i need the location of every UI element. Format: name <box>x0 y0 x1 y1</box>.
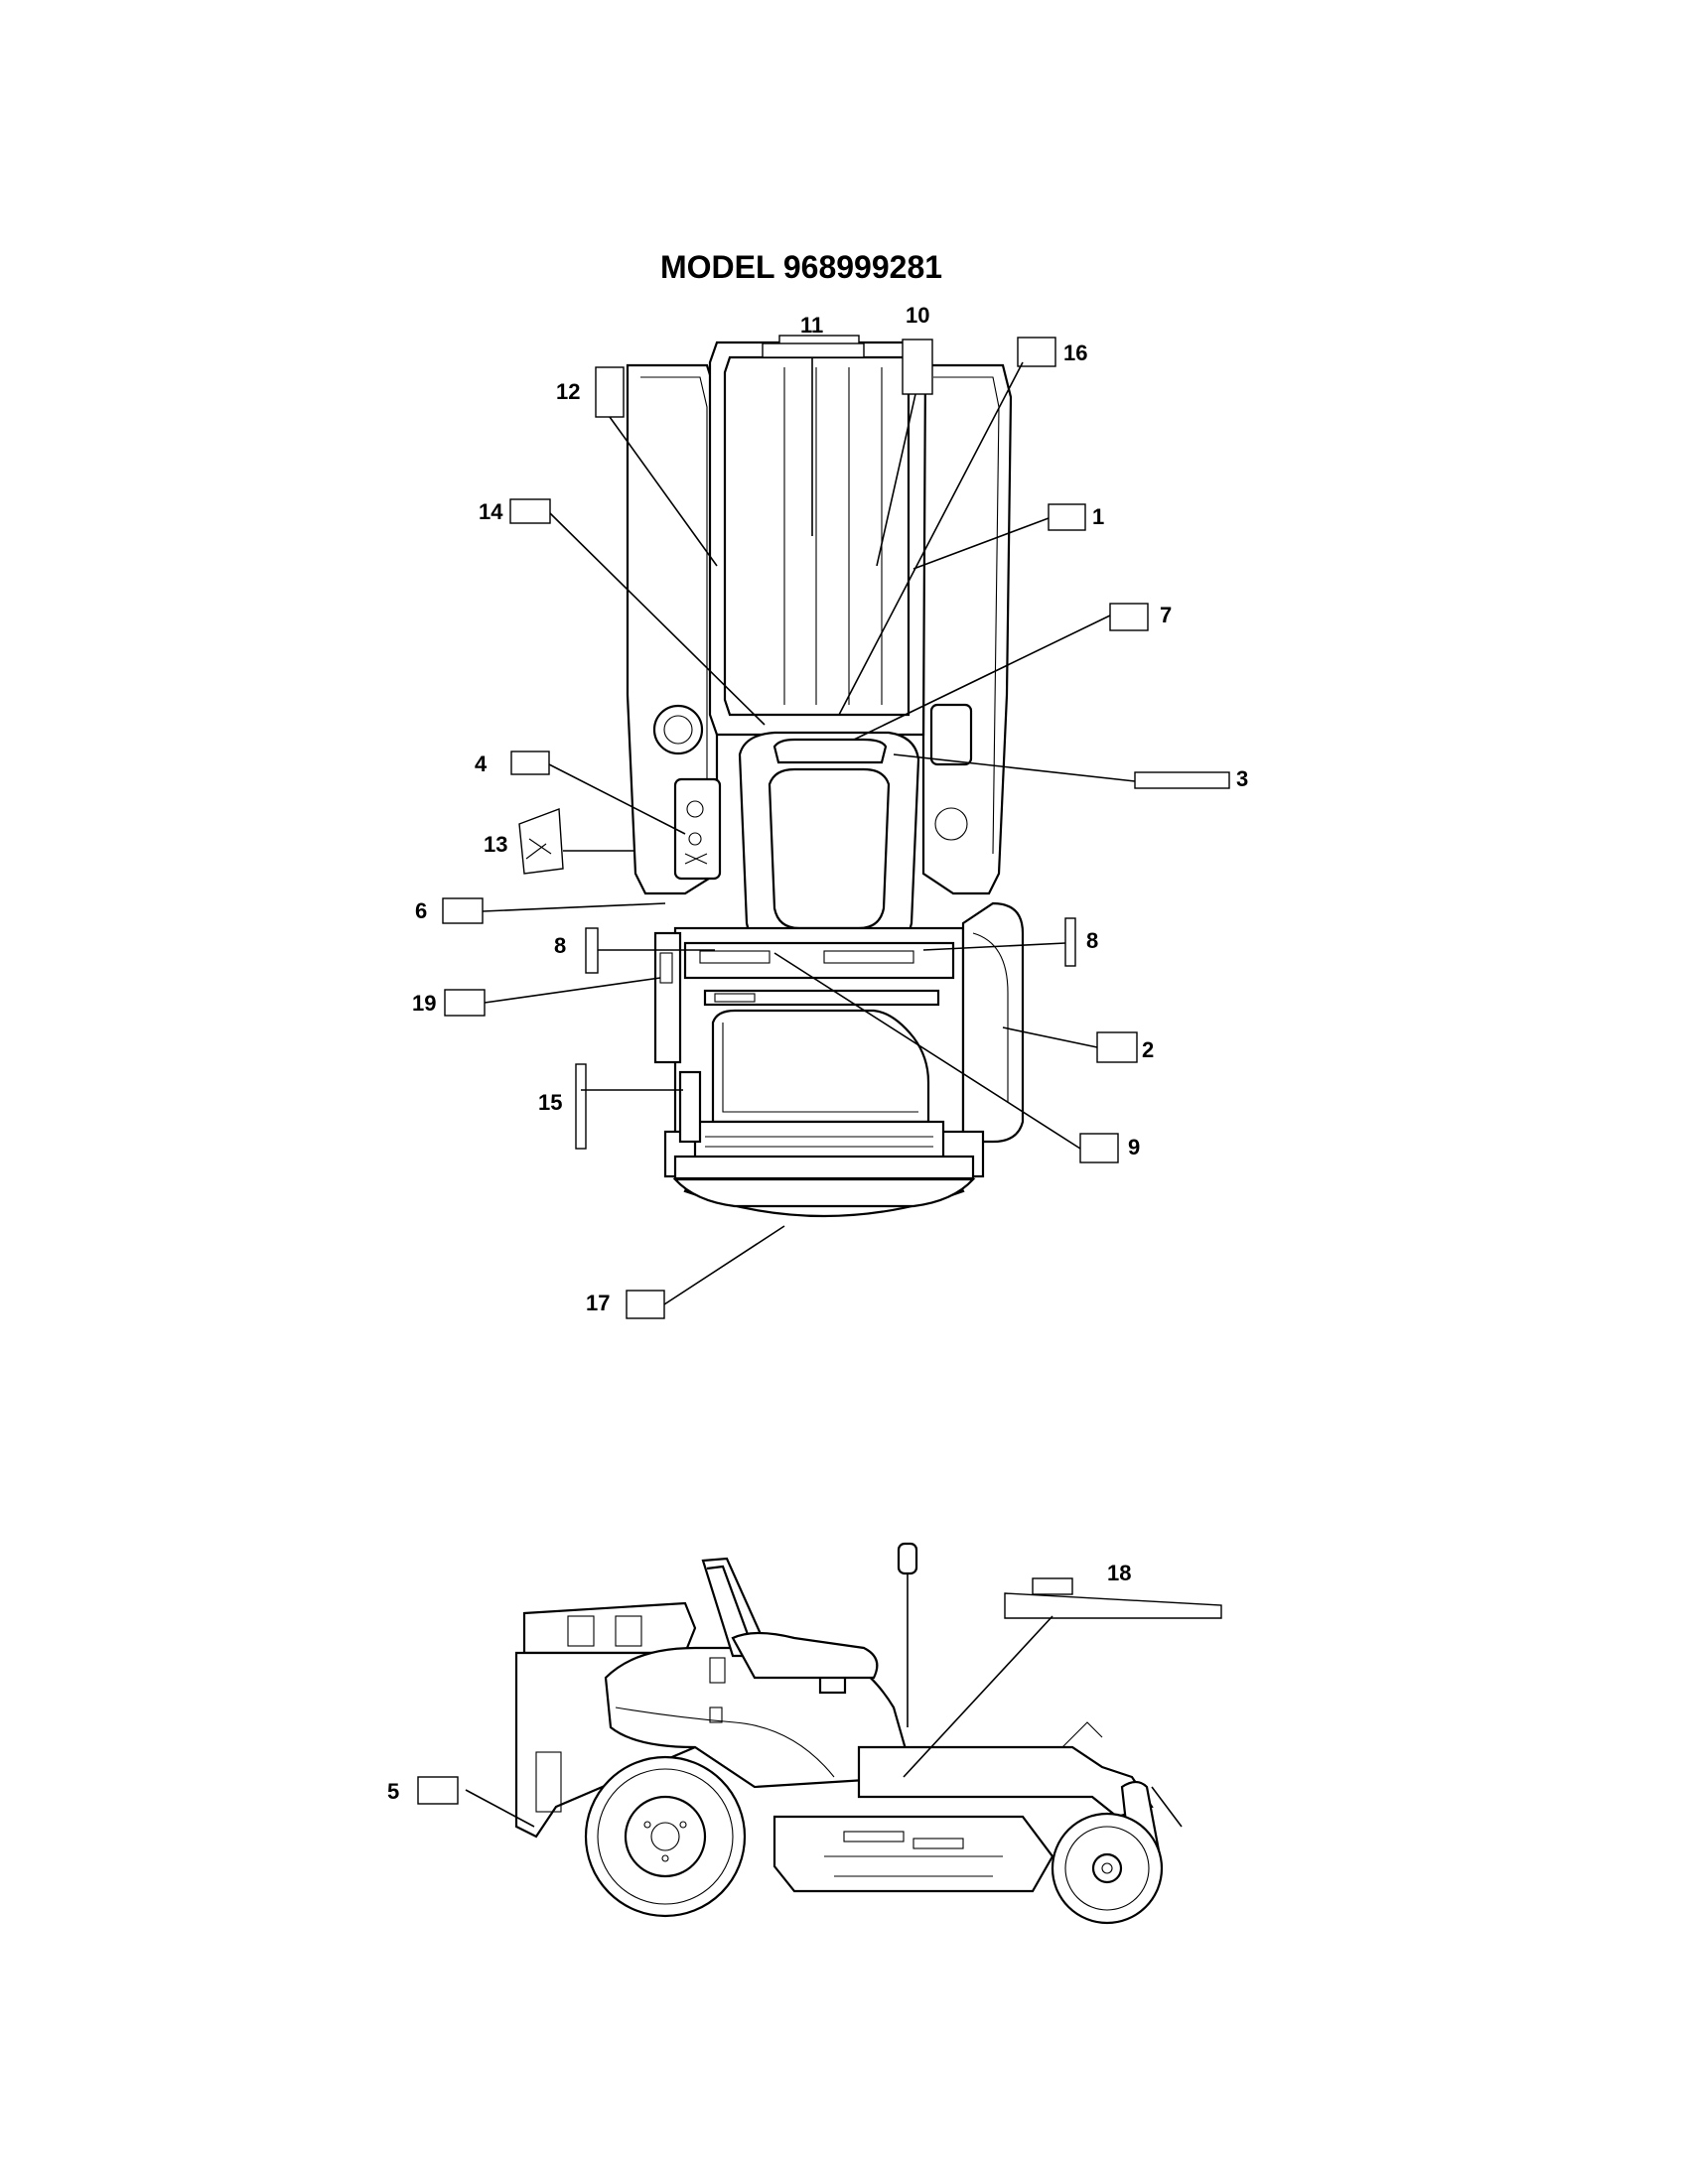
callout-14: 14 <box>479 499 503 524</box>
callout-6: 6 <box>415 898 427 923</box>
callout-10: 10 <box>906 303 929 328</box>
model-title: MODEL 968999281 <box>660 249 942 285</box>
decal-15 <box>575 1063 587 1150</box>
callout-11: 11 <box>800 313 823 338</box>
top-view-decals <box>442 337 1230 1319</box>
decal-2 <box>1096 1031 1138 1063</box>
top-view-leader-lines <box>482 357 1136 1305</box>
decal-7 <box>1109 603 1149 631</box>
callout-18: 18 <box>1107 1561 1131 1585</box>
callout-5: 5 <box>387 1779 399 1804</box>
decal-8-right <box>1064 917 1076 967</box>
mower-top-view <box>626 335 1025 1218</box>
side-view-decals <box>417 1577 1222 1805</box>
decal-9 <box>1079 1133 1119 1163</box>
mower-side-view <box>514 1542 1164 1925</box>
callout-19: 19 <box>412 991 436 1016</box>
decal-19 <box>444 989 486 1017</box>
side-view-callout-numbers: 18 5 <box>387 1561 1131 1804</box>
callout-4: 4 <box>475 751 488 776</box>
decal-18-small <box>1032 1577 1073 1595</box>
decal-12 <box>595 366 625 418</box>
callout-12: 12 <box>556 379 580 404</box>
decal-14 <box>509 498 551 524</box>
decal-17 <box>626 1290 665 1319</box>
callout-9: 9 <box>1128 1135 1140 1160</box>
decal-18 <box>1004 1592 1222 1619</box>
callout-8-right: 8 <box>1086 928 1098 953</box>
decal-13 <box>518 808 564 875</box>
callout-7: 7 <box>1160 603 1172 627</box>
decal-11 <box>762 342 865 358</box>
callout-16: 16 <box>1063 341 1087 365</box>
callout-1: 1 <box>1092 504 1104 529</box>
decal-6 <box>442 897 484 924</box>
callout-8-left: 8 <box>554 933 566 958</box>
callout-3: 3 <box>1236 766 1248 791</box>
decal-8-left <box>585 927 599 974</box>
decal-10 <box>902 339 933 395</box>
decal-1 <box>1048 503 1086 531</box>
side-view-leader-lines <box>465 1615 1183 1828</box>
callout-13: 13 <box>484 832 507 857</box>
decal-5 <box>417 1776 459 1805</box>
decal-3 <box>1134 771 1230 789</box>
decal-4 <box>510 751 550 775</box>
top-view-callout-numbers: 11 10 16 12 14 1 7 3 4 13 6 8 8 19 2 15 … <box>412 303 1248 1315</box>
decal-16 <box>1017 337 1056 367</box>
callout-2: 2 <box>1142 1037 1154 1062</box>
callout-17: 17 <box>586 1291 610 1315</box>
callout-15: 15 <box>538 1090 562 1115</box>
